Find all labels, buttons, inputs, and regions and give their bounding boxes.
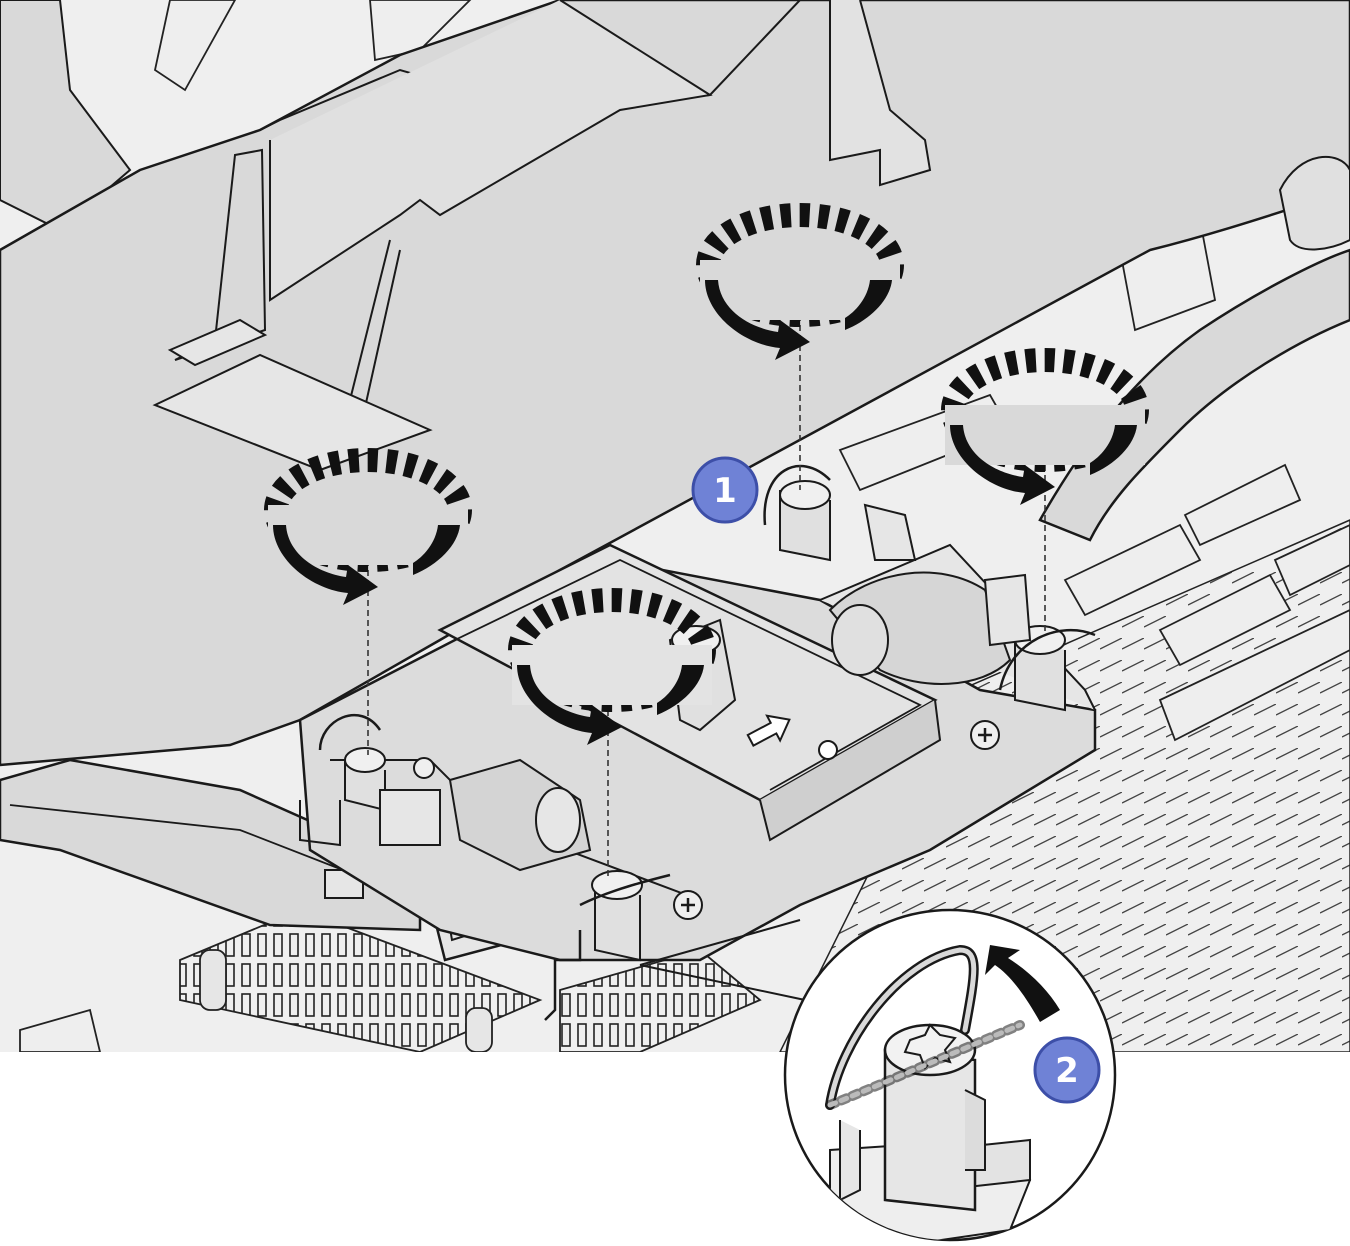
screw-head xyxy=(970,720,1000,750)
main-scene xyxy=(0,0,1350,1052)
rotate-ccw-arrow-icon[interactable] xyxy=(508,588,716,745)
upper-tube xyxy=(0,0,132,232)
svg-text:1: 1 xyxy=(713,471,737,511)
torx-screw-post xyxy=(763,464,917,562)
zoom-leader-lines xyxy=(639,919,806,1001)
manifold-foot xyxy=(152,353,433,472)
callout-1: 1 xyxy=(691,456,759,524)
lower-tube xyxy=(0,758,422,932)
bail-wire-handle[interactable] xyxy=(827,947,977,1108)
torx-screw-post xyxy=(983,573,1096,712)
callout-2: 2 xyxy=(1033,1036,1101,1104)
rotate-ccw-arrow-icon[interactable] xyxy=(941,348,1149,505)
rotate-ccw-arrow-icon[interactable] xyxy=(264,448,472,605)
torx-screw-post xyxy=(299,713,441,847)
manifold-bracket xyxy=(829,0,932,187)
torx-screw-post xyxy=(544,870,671,1021)
svg-text:2: 2 xyxy=(1055,1051,1079,1091)
direction-arrow-icon xyxy=(746,714,791,747)
rotate-ccw-arrow-icon[interactable] xyxy=(696,203,904,360)
screw-head xyxy=(673,890,703,920)
lift-arrow-icon xyxy=(985,945,1060,1022)
zoom-inset xyxy=(783,908,1117,1242)
